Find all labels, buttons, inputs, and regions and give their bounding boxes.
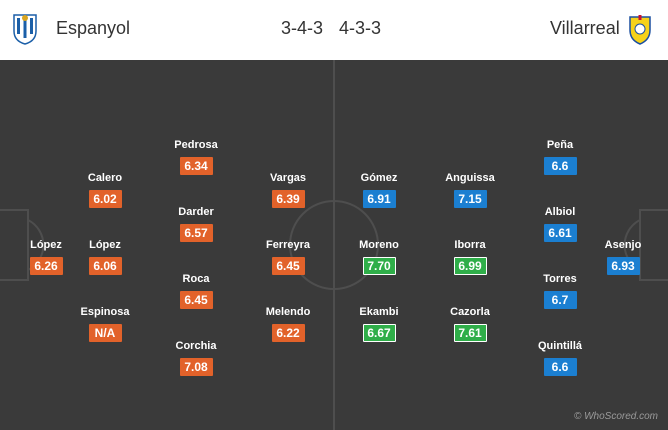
match-header: Espanyol 3-4-3 4-3-3 Villarreal (0, 0, 668, 60)
player-away-7[interactable]: Peña 6.6 (530, 138, 590, 175)
player-rating: 7.61 (453, 324, 487, 342)
player-home-4[interactable]: Espinosa N/A (75, 305, 135, 342)
player-name: Pedrosa (174, 139, 218, 151)
player-name: Asenjo (604, 239, 642, 251)
player-name: Cazorla (450, 306, 490, 318)
player-home-5[interactable]: Pedrosa 6.34 (166, 138, 226, 175)
player-name: López (30, 239, 62, 251)
player-rating: 6.6 (543, 358, 577, 376)
watermark: © WhoScored.com (573, 411, 658, 422)
pitch: López 6.26 Calero 6.02 López 6.06 Espino… (0, 60, 668, 430)
player-name: Espinosa (80, 306, 130, 318)
away-formation: 4-3-3 (339, 18, 382, 38)
player-name: Peña (546, 139, 574, 151)
player-home-1[interactable]: López 6.26 (16, 238, 76, 275)
player-home-9[interactable]: Vargas 6.39 (258, 171, 318, 208)
player-rating: N/A (88, 324, 122, 342)
player-name: López (89, 239, 121, 251)
villarreal-crest-icon (629, 15, 651, 45)
player-away-10[interactable]: Quintillá 6.6 (530, 339, 590, 376)
player-away-8[interactable]: Albiol 6.61 (530, 205, 590, 242)
player-rating: 6.91 (362, 190, 396, 208)
player-rating: 6.6 (543, 157, 577, 175)
player-rating: 6.39 (271, 190, 305, 208)
player-rating: 7.70 (362, 257, 396, 275)
player-rating: 6.02 (88, 190, 122, 208)
player-name: Ferreyra (265, 239, 311, 251)
player-name: Quintillá (538, 340, 582, 352)
player-rating: 7.15 (453, 190, 487, 208)
player-name: Corchia (175, 340, 217, 352)
player-name: Roca (182, 273, 210, 285)
player-name: Moreno (359, 239, 399, 251)
player-away-1[interactable]: Gómez 6.91 (349, 171, 409, 208)
player-away-2[interactable]: Moreno 7.70 (349, 238, 409, 275)
player-name: Gómez (360, 172, 398, 184)
player-rating: 6.67 (362, 324, 396, 342)
player-name: Vargas (269, 172, 307, 184)
player-home-11[interactable]: Melendo 6.22 (258, 305, 318, 342)
player-name: Calero (87, 172, 123, 184)
player-away-5[interactable]: Iborra 6.99 (440, 238, 500, 275)
player-name: Ekambi (359, 306, 399, 318)
player-rating: 6.99 (453, 257, 487, 275)
espanyol-crest-icon (13, 14, 37, 45)
player-away-11[interactable]: Asenjo 6.93 (593, 238, 653, 275)
player-home-10[interactable]: Ferreyra 6.45 (258, 238, 318, 275)
player-rating: 6.22 (271, 324, 305, 342)
home-team-name: Espanyol (56, 18, 131, 38)
player-rating: 7.08 (179, 358, 213, 376)
player-rating: 6.61 (543, 224, 577, 242)
player-rating: 6.26 (29, 257, 63, 275)
player-rating: 6.34 (179, 157, 213, 175)
player-away-4[interactable]: Anguissa 7.15 (440, 171, 500, 208)
player-name: Melendo (265, 306, 311, 318)
player-home-8[interactable]: Corchia 7.08 (166, 339, 226, 376)
player-rating: 6.7 (543, 291, 577, 309)
player-home-6[interactable]: Darder 6.57 (166, 205, 226, 242)
player-away-9[interactable]: Torres 6.7 (530, 272, 590, 309)
player-name: Iborra (454, 239, 486, 251)
player-away-6[interactable]: Cazorla 7.61 (440, 305, 500, 342)
player-rating: 6.45 (271, 257, 305, 275)
away-team-name: Villarreal (550, 18, 620, 38)
player-home-2[interactable]: Calero 6.02 (75, 171, 135, 208)
player-rating: 6.06 (88, 257, 122, 275)
player-name: Albiol (544, 206, 576, 218)
player-rating: 6.57 (179, 224, 213, 242)
player-rating: 6.45 (179, 291, 213, 309)
home-formation: 3-4-3 (281, 18, 324, 38)
player-name: Torres (543, 273, 577, 285)
player-home-7[interactable]: Roca 6.45 (166, 272, 226, 309)
player-name: Darder (178, 206, 214, 218)
player-name: Anguissa (445, 172, 495, 184)
player-away-3[interactable]: Ekambi 6.67 (349, 305, 409, 342)
player-home-3[interactable]: López 6.06 (75, 238, 135, 275)
player-rating: 6.93 (606, 257, 640, 275)
